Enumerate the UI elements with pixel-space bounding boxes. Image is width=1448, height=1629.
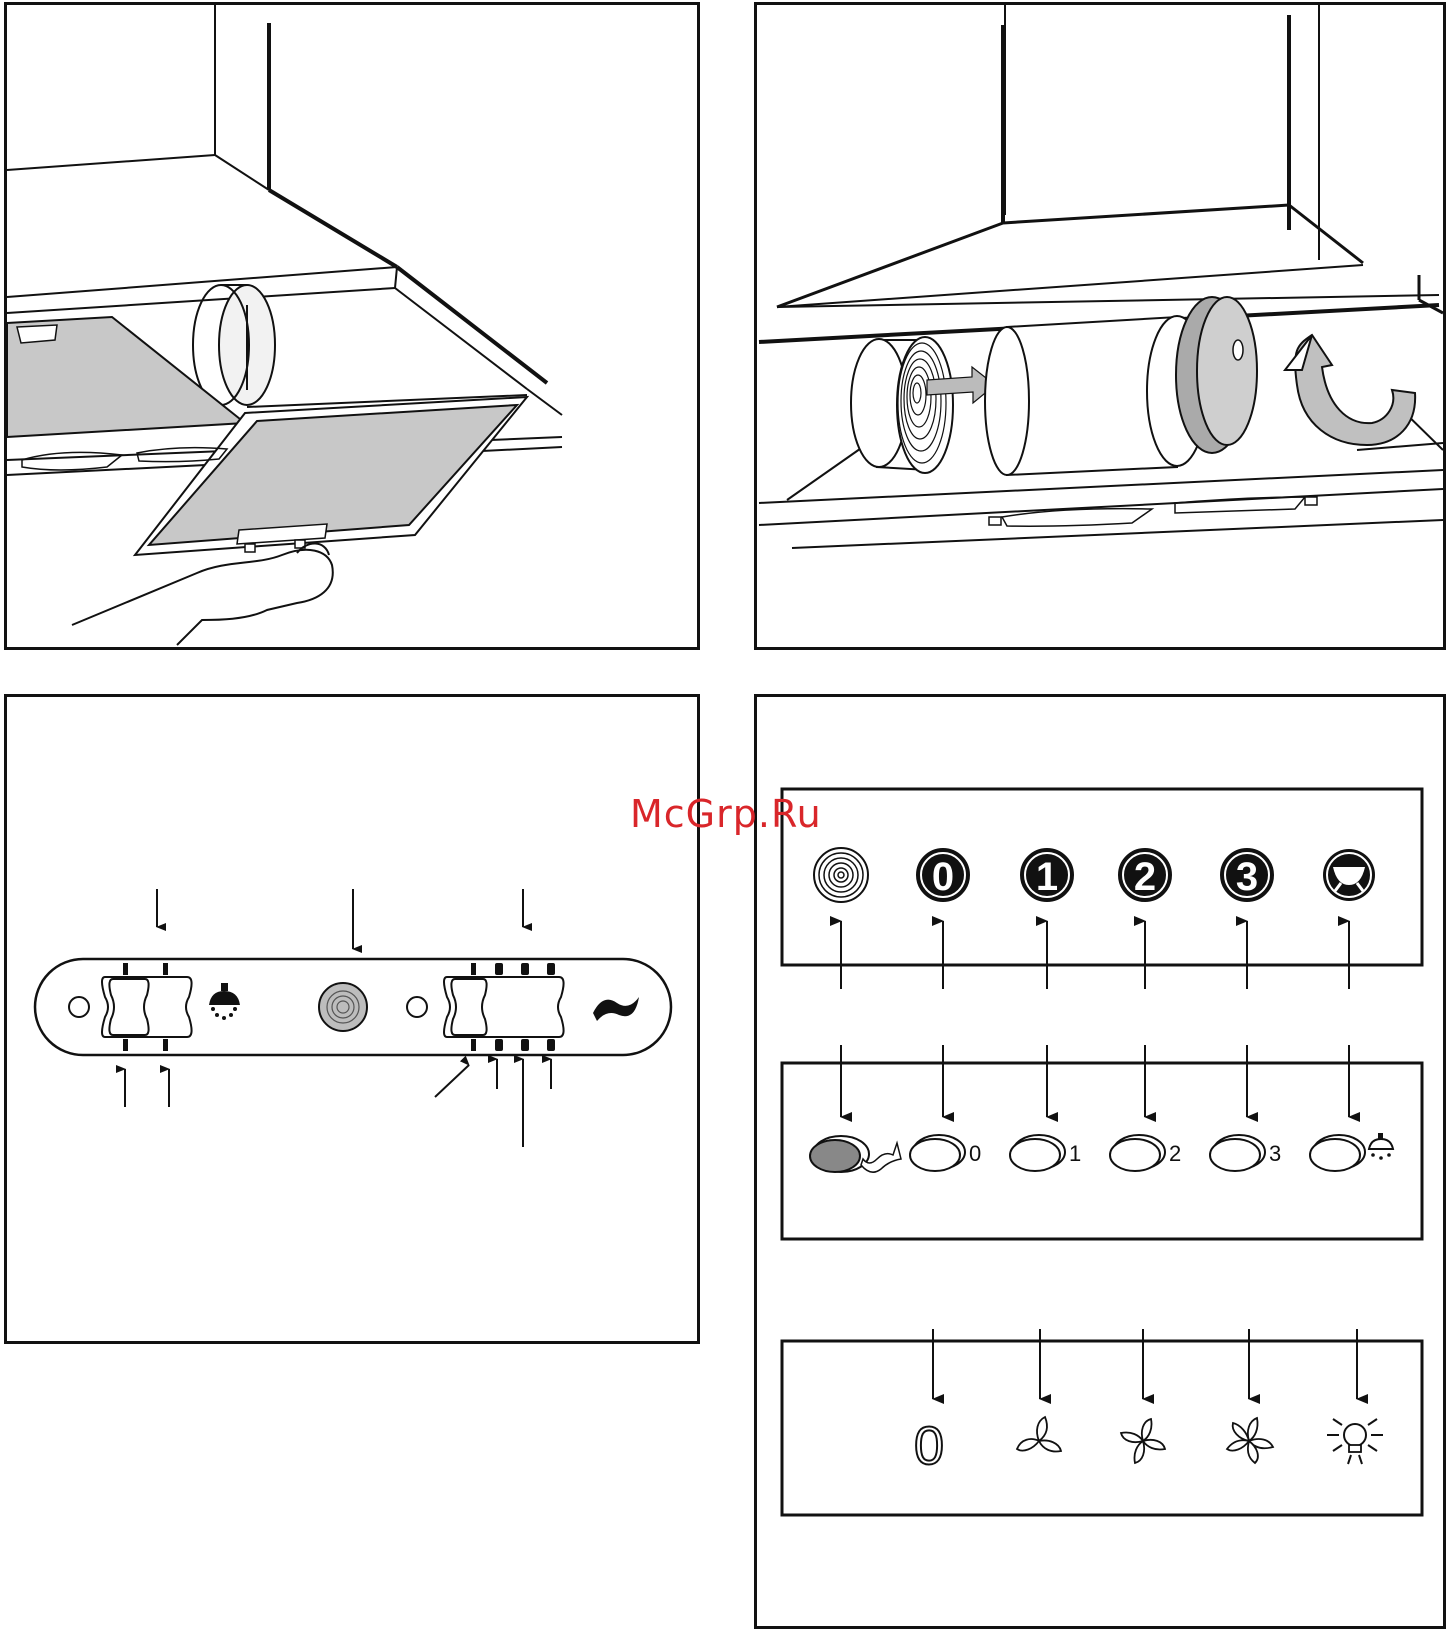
fan-slider[interactable] <box>444 977 564 1037</box>
svg-text:2: 2 <box>1169 1141 1181 1166</box>
light-slider[interactable] <box>102 977 192 1037</box>
indicator-lamp <box>407 997 427 1017</box>
charcoal-filter-illustration <box>757 5 1443 647</box>
off-symbol-icon: 0 <box>914 1416 944 1476</box>
panel-control-options: 0 1 2 3 <box>754 694 1446 1629</box>
slider-control-diagram <box>7 697 697 1341</box>
svg-text:0: 0 <box>969 1141 981 1166</box>
panel-a-button-2[interactable]: 2 <box>1119 849 1171 901</box>
panel-b-button-1[interactable]: 1 <box>1010 1135 1081 1171</box>
svg-text:3: 3 <box>1236 855 1258 899</box>
filter-indicator-icon[interactable] <box>814 848 868 902</box>
rotate-arrow-icon <box>1295 335 1415 445</box>
charcoal-filter-icon <box>851 337 953 473</box>
panel-slider-controls <box>4 694 700 1344</box>
panel-charcoal-filter <box>754 2 1446 650</box>
watermark-text: McGrp.Ru <box>630 792 822 836</box>
svg-text:1: 1 <box>1069 1141 1081 1166</box>
panel-b-button-3[interactable]: 3 <box>1210 1135 1281 1171</box>
indicator-lamp <box>69 997 89 1017</box>
filter-removal-illustration <box>7 5 697 647</box>
panel-a-button-3[interactable]: 3 <box>1221 849 1273 901</box>
svg-text:0: 0 <box>914 1416 944 1476</box>
svg-text:2: 2 <box>1134 855 1156 899</box>
hand-icon <box>72 550 333 645</box>
motor-icon <box>985 297 1257 475</box>
panel-filter-removal <box>4 2 700 650</box>
panel-b-button-2[interactable]: 2 <box>1110 1135 1181 1171</box>
panel-a-button-0[interactable]: 0 <box>917 849 969 901</box>
filter-indicator-icon[interactable] <box>319 983 367 1031</box>
svg-text:0: 0 <box>932 855 954 899</box>
panel-a-light-button[interactable] <box>1323 849 1375 901</box>
panel-b-button-0[interactable]: 0 <box>910 1135 981 1171</box>
control-options-diagram: 0 1 2 3 <box>757 697 1443 1626</box>
panel-a-button-1[interactable]: 1 <box>1021 849 1073 901</box>
svg-text:1: 1 <box>1036 855 1058 899</box>
svg-text:3: 3 <box>1269 1141 1281 1166</box>
symbol-panel-c <box>782 1341 1422 1515</box>
